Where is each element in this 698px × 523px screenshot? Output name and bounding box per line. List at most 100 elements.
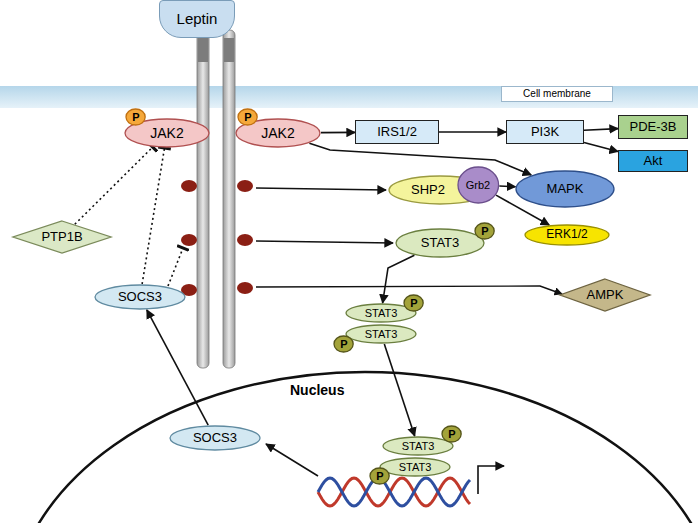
ellipse-outline [442,426,461,442]
nucleus-outline [0,360,698,523]
dna-strand [318,478,470,506]
connector [439,131,506,133]
receptor-segment [224,38,234,62]
node-label: P [376,470,383,483]
dna-helix [318,478,470,506]
residue-dot [181,234,197,246]
node-label: Grb2 [466,179,490,192]
protein-node: PI3K [506,120,584,144]
node-label: JAK2 [261,125,294,141]
ellipse-outline [404,295,423,311]
phospho-circle: P [403,294,424,312]
node-label: ERK1/2 [546,228,587,242]
node-label: P [132,111,139,124]
node-label: STAT3 [365,328,398,341]
protein-node: STAT3 [345,324,417,344]
node-label: IRS1/2 [377,125,417,140]
node-label: JAK2 [150,125,183,141]
receptor-chain [197,30,209,368]
inhibition-connector [75,147,153,224]
diamond-outline [13,221,111,253]
transcription-arrow [266,444,318,476]
node-label: STAT3 [421,236,460,251]
protein-node: PTP1B [12,220,112,254]
node-label: SOCS3 [193,431,237,446]
protein-node: Akt [618,150,688,172]
protein-node: Cell membrane [501,86,613,102]
protein-node: STAT3 [395,228,485,258]
protein-node: AMPK [559,278,651,312]
node-label: P [244,111,251,124]
residue-dot [237,180,253,192]
protein-node: Grb2 [457,166,500,204]
protein-node: SOCS3 [169,425,261,451]
node-label: AMPK [587,288,624,303]
node-label: PDE-3B [630,120,677,135]
ellipse-outline [396,229,484,257]
connector [584,143,618,152]
phospho-circle: P [441,425,462,443]
node-label: PTP1B [41,230,82,245]
residue-dot [237,234,253,246]
node-label: Akt [644,154,663,169]
nucleus-region: NucleusSOCS3STAT3PSTAT3P [0,360,698,523]
protein-node: SOCS3 [94,284,186,310]
ellipse-outline [475,223,494,239]
ellipse-outline [95,285,185,309]
signal-arrow [256,241,393,243]
phospho-circle: P [369,467,390,485]
node-label: P [448,428,455,441]
node-label: Cell membrane [523,88,591,100]
node-label: PI3K [531,125,559,140]
phospho-circle: P [333,335,354,353]
node-label: P [481,225,488,238]
inhibition-line [168,248,183,286]
ellipse-outline [383,437,453,455]
protein-node: STAT3 [382,436,454,456]
node-label: P [410,297,417,310]
ellipse-outline [380,458,450,476]
diamond-outline [560,279,650,311]
ellipse-outline [170,426,260,450]
ellipse-outline [458,167,499,203]
protein-node: Leptin [159,0,235,38]
node-label: P [340,338,347,351]
protein-node: PDE-3B [618,115,688,139]
dna-strand [318,478,470,506]
residue-dot [237,282,253,294]
protein-node: ERK1/2 [524,224,610,246]
ellipse-outline [525,225,609,245]
membrane-band [0,86,698,108]
connector [147,310,208,425]
signal-arrow [256,188,386,190]
connector [321,132,355,134]
node-label: STAT3 [399,461,432,474]
phospho-circle: P [237,108,258,126]
node-label: Leptin [177,10,218,27]
connector [584,129,618,131]
ellipse-outline [346,325,416,343]
node-label: SOCS3 [118,290,162,305]
node-label: SHP2 [411,183,445,198]
signal-arrow [256,286,562,294]
tyrosine-residues [181,180,253,296]
inhibition-connector [142,148,164,284]
node-label: Nucleus [290,382,344,398]
ellipse-outline [334,336,353,352]
ellipse-outline [126,109,145,125]
ellipse-outline [238,109,257,125]
phospho-circle: P [474,222,495,240]
receptor-segment [198,38,208,62]
ellipse-outline [516,171,614,207]
phospho-circle: P [125,108,146,126]
receptor-chain [223,30,235,368]
nucleus-envelope [10,372,698,523]
node-label: STAT3 [402,440,435,453]
node-label: MAPK [547,182,584,197]
transcription-start-arrow [478,466,504,494]
connector [384,344,414,436]
protein-node: MAPK [515,170,615,208]
residue-dot [181,180,197,192]
ellipse-outline [370,468,389,484]
